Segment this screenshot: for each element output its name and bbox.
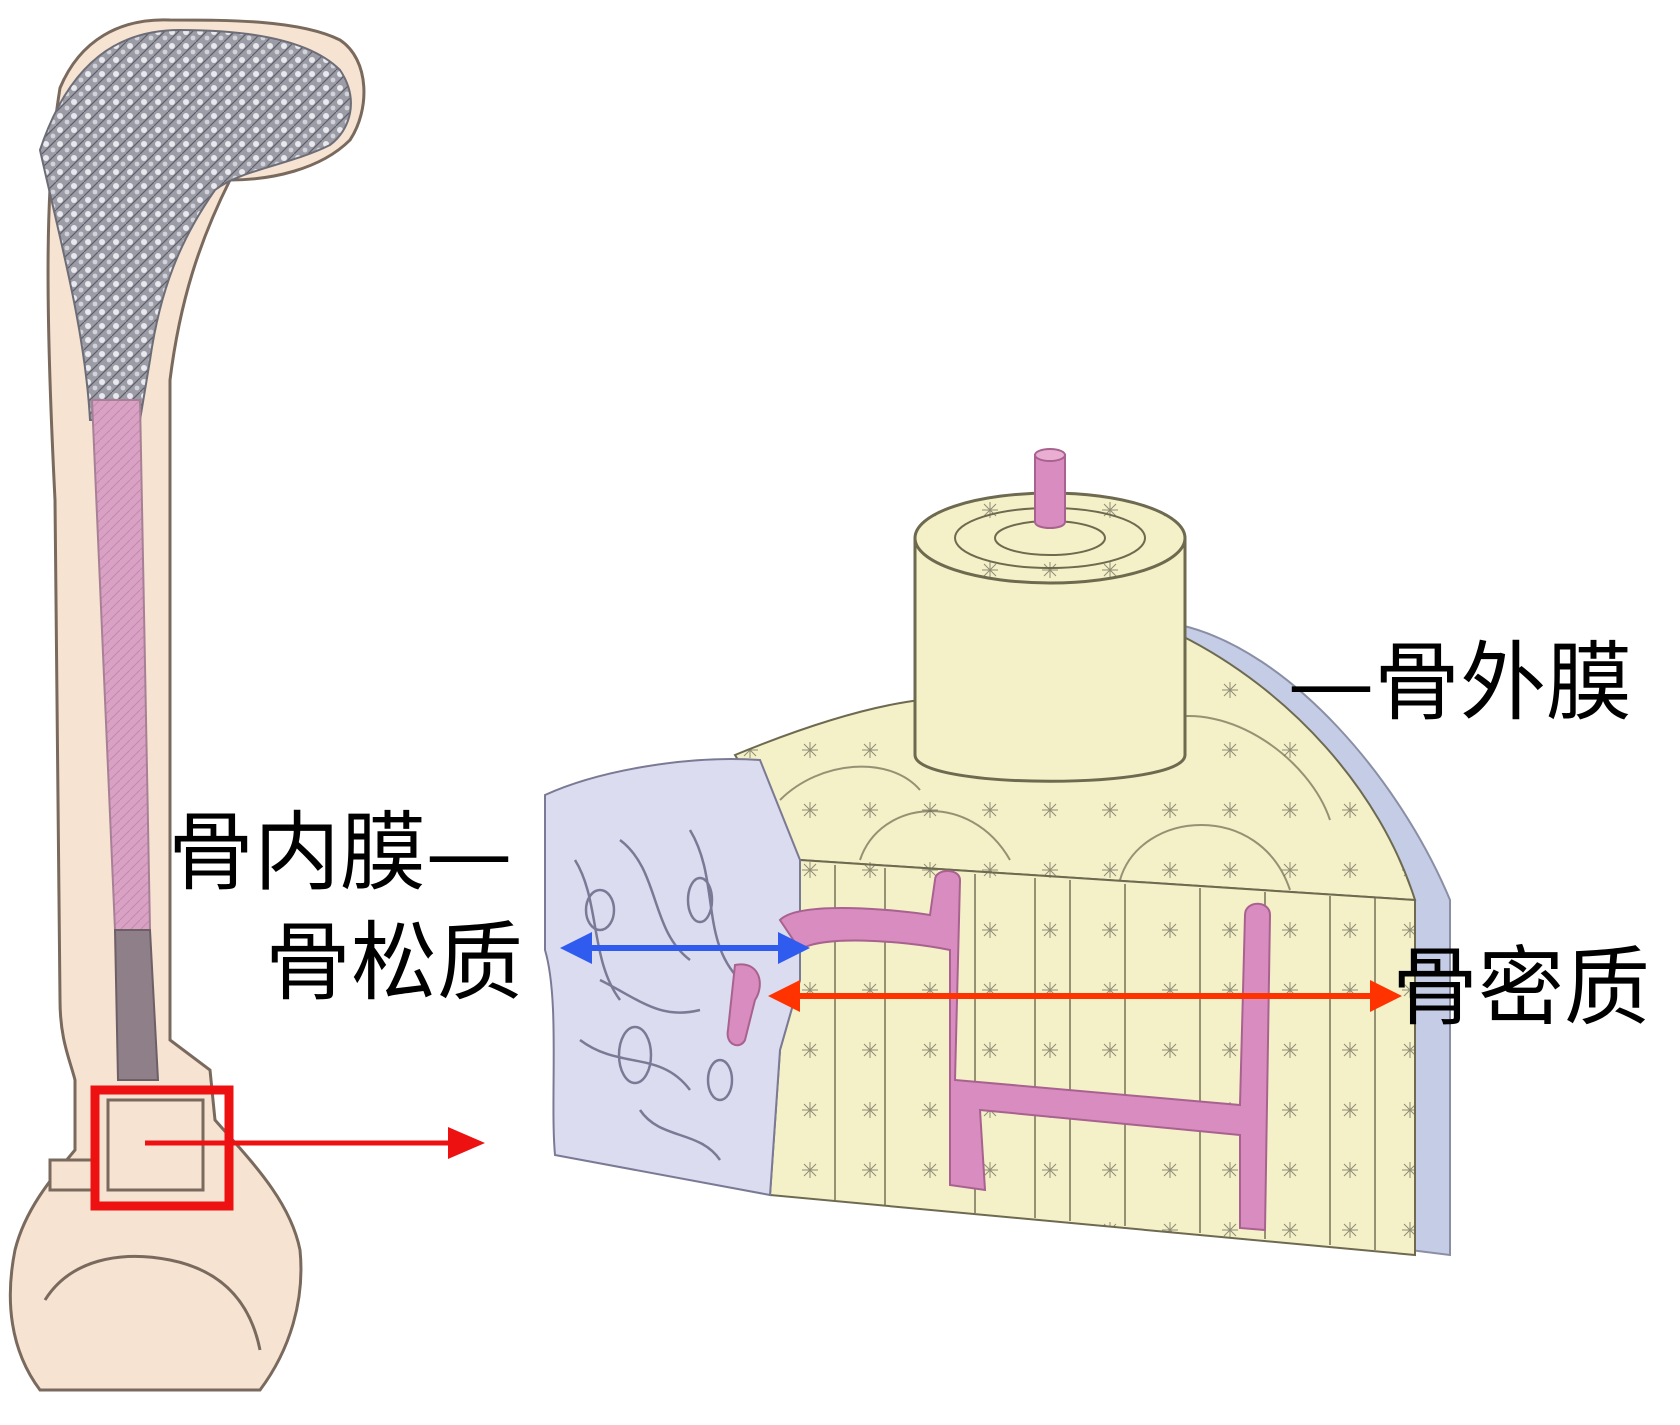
central-canal (1035, 455, 1065, 528)
femur-side-tab (50, 1160, 95, 1190)
spongy-bone-label: 骨松质 (265, 920, 523, 1006)
periosteum-label: —骨外膜 (1288, 640, 1632, 726)
endosteum-label: 骨内膜— (168, 810, 512, 896)
bone-cross-section (545, 449, 1450, 1255)
femur (10, 20, 364, 1390)
osteon-cylinder (915, 449, 1185, 781)
spongy-bone-block (545, 759, 800, 1195)
marrow-cavity-lower (115, 930, 158, 1080)
compact-bone-label: 骨密质 (1392, 945, 1650, 1031)
